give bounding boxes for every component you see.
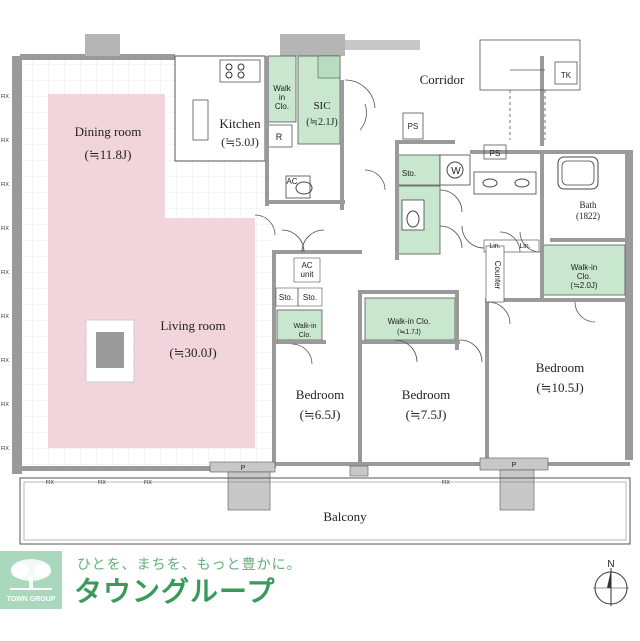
- walkin-clo-bed3-label2: Clo.: [577, 272, 591, 281]
- ps-label-1: PS: [408, 122, 419, 131]
- walkin-clo-bed2-size: (≒1.7J): [397, 329, 421, 336]
- tk-label: TK: [561, 71, 572, 80]
- floor-plan: Dining room (≒11.8J) Kitchen (≒5.0J) R W…: [1, 34, 633, 545]
- storage-areas: [267, 55, 626, 341]
- counter-label: Counter: [493, 261, 502, 290]
- door-swings: [254, 79, 596, 365]
- living-room-size: (≒30.0J): [169, 345, 216, 360]
- bath-size: (1822): [576, 211, 600, 221]
- walkin-clo-bed3-label: Walk-in: [571, 263, 597, 272]
- walkin-clo-bed1-l1: Walk-in: [293, 323, 316, 330]
- refrigerator-label: R: [276, 132, 283, 142]
- ac-unit-label-2: unit: [301, 270, 315, 279]
- pipe-label-1: P: [241, 465, 246, 472]
- fix-label: FIX: [46, 480, 54, 486]
- pipe-label-2: P: [512, 462, 517, 469]
- bedroom2-size: (≒7.5J): [406, 407, 447, 422]
- walkin-clo-bed2-label: Walk-in Clo.: [388, 317, 431, 326]
- ac-unit-label-1: AC: [301, 261, 312, 270]
- fix-label: FIX: [1, 446, 9, 452]
- ps-label-2: PS: [490, 149, 501, 158]
- company-logo: [0, 551, 62, 609]
- fix-label: FIX: [1, 314, 9, 320]
- corridor-outline: [402, 39, 581, 160]
- balcony: [19, 477, 631, 545]
- walkin-clo-kitchen-l3: Clo.: [275, 102, 289, 111]
- bath-label: Bath: [580, 200, 597, 210]
- fix-label: FIX: [1, 138, 9, 144]
- fix-label: FIX: [1, 226, 9, 232]
- corridor-label: Corridor: [420, 72, 465, 87]
- fix-window-labels: FIX FIX FIX FIX FIX FIX FIX FIX FIX FIX …: [1, 94, 450, 486]
- walkin-clo-bed3-size: (≒2.0J): [570, 281, 597, 290]
- company-brand: タウングループ: [74, 575, 276, 608]
- fix-label: FIX: [1, 358, 9, 364]
- tree-icon: [10, 559, 52, 590]
- bedroom1-label: Bedroom: [296, 387, 344, 402]
- linen-label-1: Lin.: [489, 243, 500, 250]
- ac-label-top: AC: [286, 177, 297, 186]
- fix-label: FIX: [1, 270, 9, 276]
- bedroom1-size: (≒6.5J): [300, 407, 341, 422]
- fix-label: FIX: [1, 182, 9, 188]
- company-slogan: ひとを、まちを、もっと豊かに。: [77, 557, 302, 573]
- living-room-label: Living room: [160, 318, 225, 333]
- fix-label: FIX: [442, 480, 450, 486]
- washer-label: W: [451, 166, 461, 177]
- fix-label: FIX: [1, 402, 9, 408]
- walkin-clo-kitchen-l2: in: [279, 93, 285, 102]
- fix-label: FIX: [144, 480, 152, 486]
- sto-label-1: Sto.: [279, 293, 293, 302]
- walkin-clo-bed1-l2: Clo.: [299, 332, 312, 339]
- dining-room-label: Dining room: [75, 124, 142, 139]
- bedroom3-size: (≒10.5J): [536, 380, 583, 395]
- kitchen-label: Kitchen: [219, 116, 261, 131]
- dining-room-size: (≒11.8J): [85, 147, 132, 162]
- linen-label-2: Lin.: [519, 243, 530, 250]
- north-label: N: [607, 559, 614, 570]
- bedroom3-label: Bedroom: [536, 360, 584, 375]
- walkin-clo-kitchen-l1: Walk: [273, 84, 291, 93]
- fix-label: FIX: [98, 480, 106, 486]
- interior-walls: [20, 56, 630, 471]
- structural-column: [96, 332, 124, 368]
- sic-size: (≒2.1J): [306, 117, 337, 128]
- kitchen-size: (≒5.0J): [221, 135, 259, 149]
- north-compass-icon: N: [593, 559, 629, 606]
- logo-text: TOWN GROUP: [6, 596, 56, 603]
- bath-fixtures: [285, 154, 599, 303]
- sto-label-2: Sto.: [303, 293, 317, 302]
- exterior-walls: [12, 34, 633, 474]
- sic-label: SIC: [313, 100, 330, 112]
- sto-label-toilet: Sto.: [402, 169, 416, 178]
- fix-label: FIX: [1, 94, 9, 100]
- bedroom2-label: Bedroom: [402, 387, 450, 402]
- balcony-label: Balcony: [323, 509, 367, 524]
